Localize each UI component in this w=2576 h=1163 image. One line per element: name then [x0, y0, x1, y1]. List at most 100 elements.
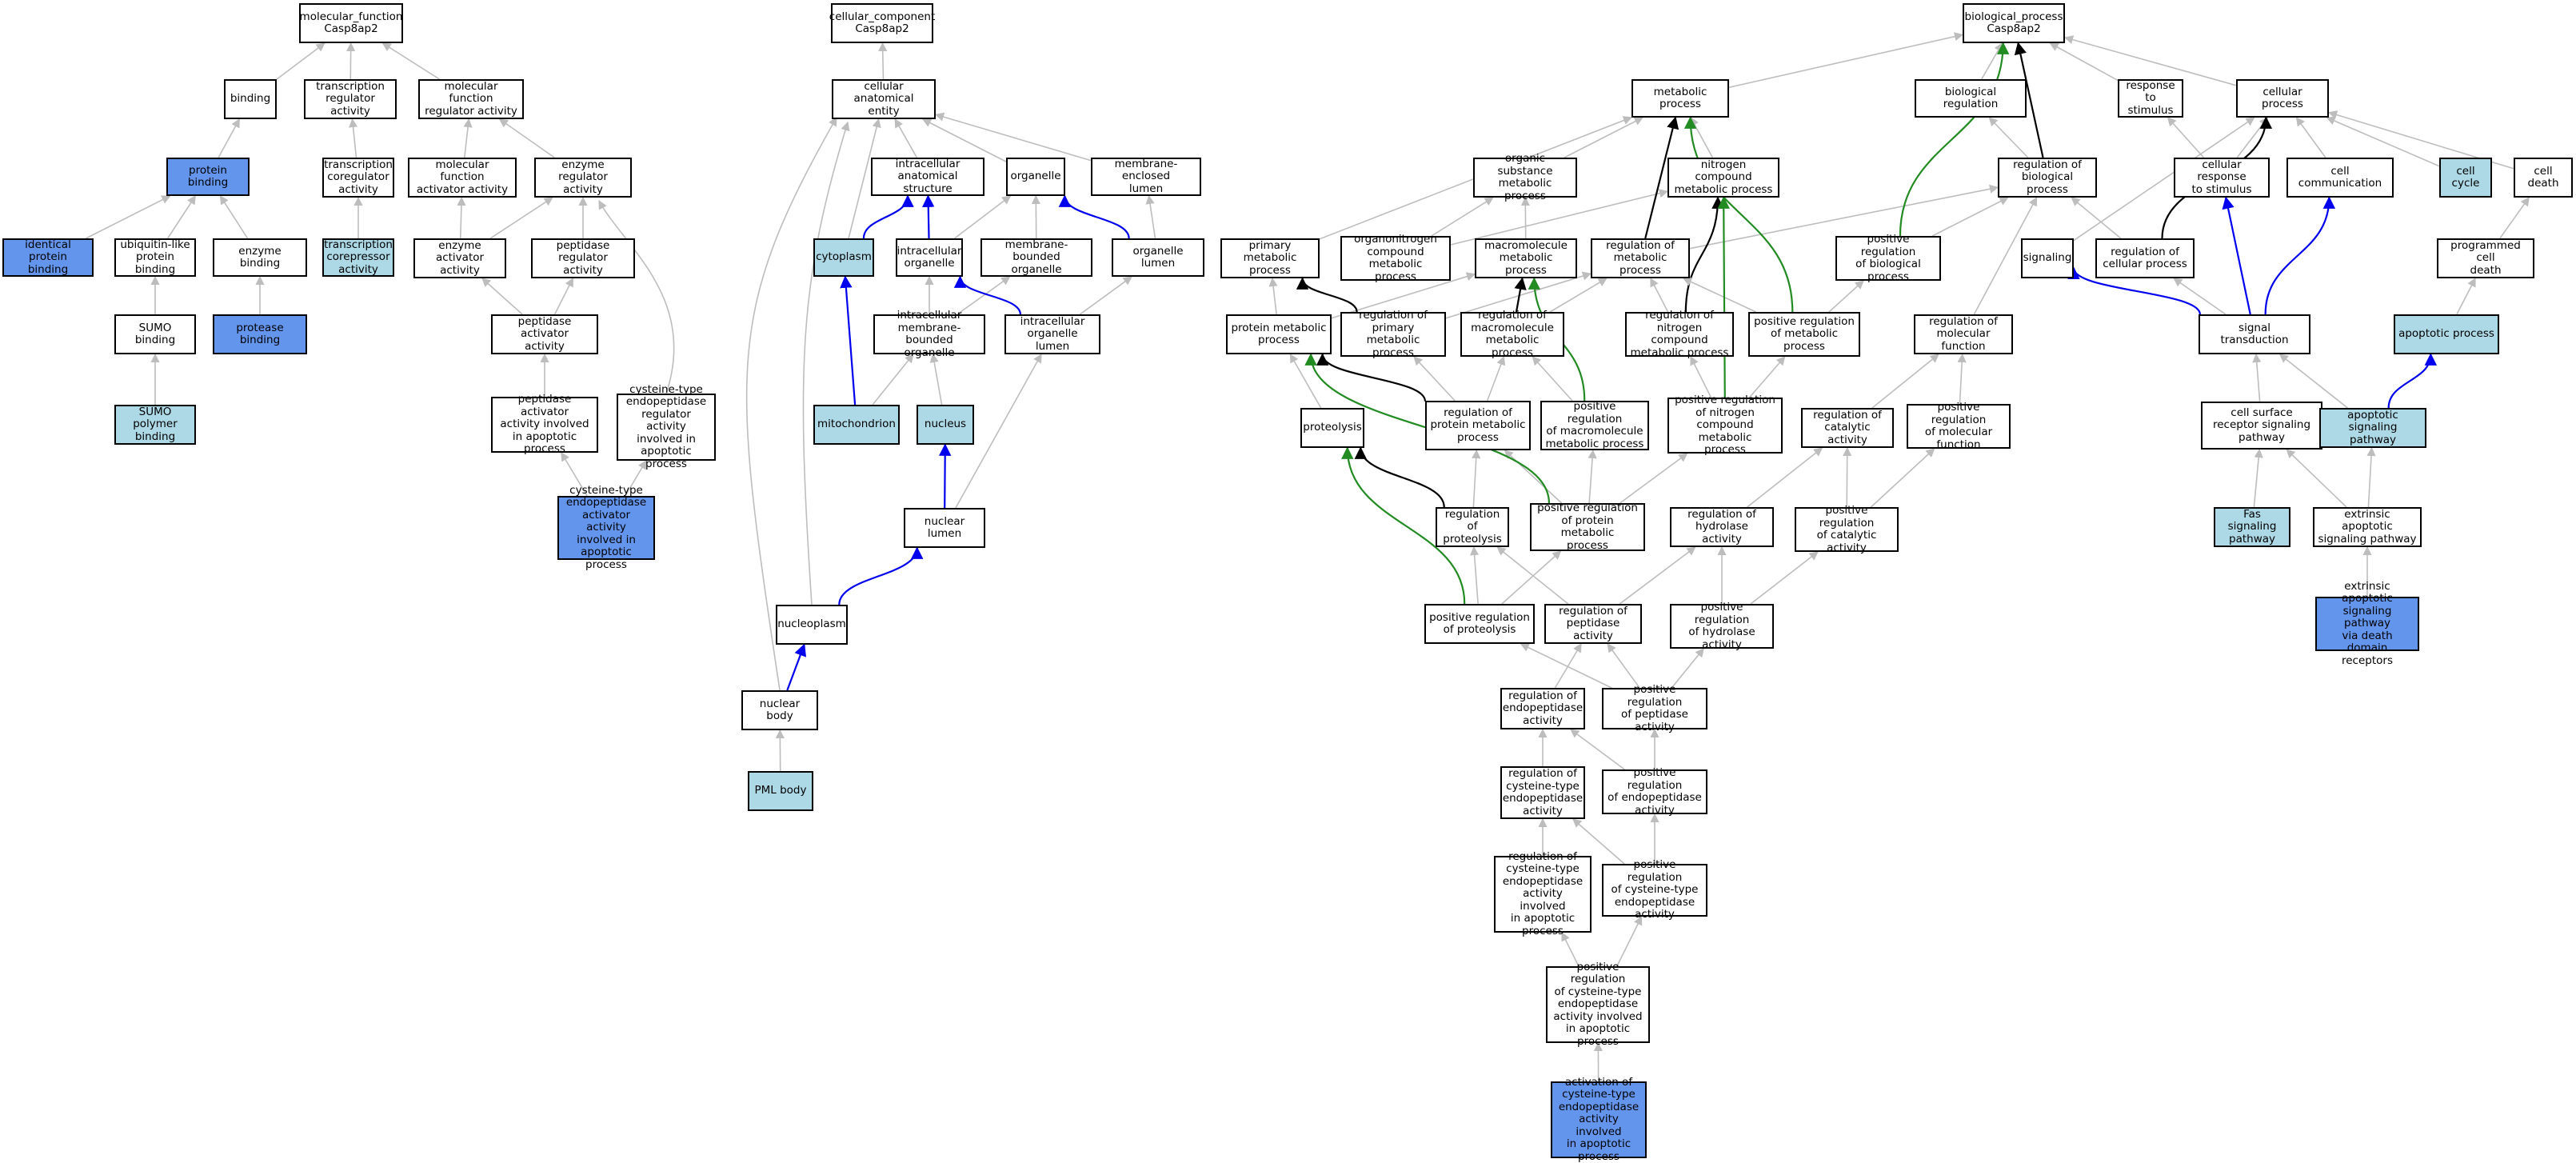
- go-term-node-crs[interactable]: cellular response to stimulus: [2174, 158, 2270, 198]
- go-term-node-signaling[interactable]: signaling: [2021, 238, 2074, 278]
- go-term-node-rcteaap[interactable]: regulation of cysteine-type endopeptidas…: [1494, 856, 1592, 933]
- go-term-node-eb[interactable]: enzyme binding: [213, 238, 307, 277]
- go-term-node-prha[interactable]: positive regulation of hydrolase activit…: [1670, 604, 1774, 649]
- go-term-node-protmp[interactable]: protein metabolic process: [1226, 314, 1332, 354]
- go-term-node-prbp[interactable]: positive regulation of biological proces…: [1835, 236, 1941, 281]
- go-term-node-ccycle[interactable]: cell cycle: [2439, 158, 2492, 198]
- go-term-node-ap[interactable]: apoptotic process: [2394, 314, 2499, 354]
- go-term-node-mito[interactable]: mitochondrion: [813, 405, 900, 445]
- go-term-node-mel[interactable]: membrane-enclosed lumen: [1091, 158, 1201, 196]
- go-term-node-paa[interactable]: peptidase activator activity: [491, 314, 598, 354]
- edge-cae-to-cc: [883, 43, 884, 79]
- go-term-node-breg[interactable]: biological regulation: [1915, 79, 2027, 118]
- go-term-node-pra[interactable]: peptidase regulator activity: [531, 238, 635, 278]
- go-term-node-ipb[interactable]: identical protein binding: [2, 238, 94, 277]
- go-term-node-prprotmp[interactable]: positive regulation of protein metabolic…: [1530, 503, 1645, 551]
- go-term-node-eaa[interactable]: enzyme activator activity: [413, 238, 506, 278]
- go-term-node-rctea[interactable]: regulation of cysteine-type endopeptidas…: [1500, 766, 1585, 819]
- go-term-node-ias[interactable]: intracellular anatomical structure: [871, 158, 984, 196]
- go-term-node-cteraap[interactable]: cysteine-type endopeptidase regulator ac…: [617, 394, 716, 461]
- go-term-node-ulpb[interactable]: ubiquitin-like protein binding: [114, 238, 196, 277]
- go-term-node-prea[interactable]: positive regulation of endopeptidase act…: [1602, 769, 1707, 814]
- go-term-node-cp[interactable]: cellular process: [2236, 79, 2329, 118]
- go-term-node-cae[interactable]: cellular anatomical entity: [832, 79, 936, 119]
- go-term-node-ol[interactable]: organelle lumen: [1112, 238, 1204, 277]
- go-term-node-oncmp[interactable]: organonitrogen compound metabolic proces…: [1340, 236, 1451, 281]
- go-term-node-rmmp[interactable]: regulation of macromolecule metabolic pr…: [1460, 312, 1564, 357]
- go-term-node-acteaap[interactable]: activation of cysteine-type endopeptidas…: [1551, 1081, 1647, 1158]
- go-term-node-csrsp[interactable]: cell surface receptor signaling pathway: [2201, 402, 2322, 450]
- go-term-node-mbo[interactable]: membrane-bounded organelle: [980, 238, 1092, 277]
- go-term-node-rca[interactable]: regulation of catalytic activity: [1801, 408, 1894, 448]
- go-term-node-prctea[interactable]: positive regulation of cysteine-type end…: [1602, 864, 1707, 917]
- go-term-node-nucleus[interactable]: nucleus: [917, 405, 974, 445]
- go-term-node-rts[interactable]: response to stimulus: [2118, 79, 2183, 118]
- edge-prncmp-to-prmp: [1749, 357, 1784, 398]
- go-term-node-prncmp[interactable]: positive regulation of nitrogen compound…: [1667, 398, 1783, 454]
- go-term-node-rcp[interactable]: regulation of cellular process: [2095, 238, 2195, 278]
- go-term-node-prmmp[interactable]: positive regulation of macromolecule met…: [1540, 401, 1649, 450]
- go-term-node-io[interactable]: intracellular organelle: [896, 238, 963, 277]
- go-term-node-rpa[interactable]: regulation of peptidase activity: [1544, 604, 1642, 644]
- go-term-node-mfra[interactable]: molecular function regulator activity: [418, 79, 524, 119]
- edge-asp-to-ap: [2389, 354, 2431, 408]
- go-term-node-nl[interactable]: nuclear lumen: [904, 508, 985, 548]
- go-term-node-cytoplasm[interactable]: cytoplasm: [813, 238, 874, 277]
- go-term-node-tra[interactable]: transcription regulator activity: [304, 79, 397, 119]
- go-term-node-ncmp[interactable]: nitrogen compound metabolic process: [1667, 158, 1779, 198]
- go-term-node-rpmp[interactable]: regulation of primary metabolic process: [1340, 312, 1446, 357]
- go-term-node-easp[interactable]: extrinsic apoptotic signaling pathway: [2313, 507, 2422, 547]
- go-term-node-tcra[interactable]: transcription corepressor activity: [322, 238, 394, 277]
- go-term-node-prmf[interactable]: positive regulation of molecular functio…: [1907, 404, 2011, 449]
- go-term-node-st[interactable]: signal transduction: [2199, 314, 2310, 354]
- edge-prprotmp-to-prmmp: [1589, 450, 1593, 503]
- go-term-node-nb[interactable]: nuclear body: [741, 690, 818, 730]
- go-term-node-protb[interactable]: protease binding: [213, 314, 307, 354]
- go-term-node-mf[interactable]: molecular_function Casp8ap2: [299, 3, 403, 43]
- go-term-node-rea[interactable]: regulation of endopeptidase activity: [1500, 688, 1585, 729]
- go-term-node-iol[interactable]: intracellular organelle lumen: [1004, 314, 1100, 354]
- go-term-node-pb[interactable]: protein binding: [166, 158, 250, 196]
- go-term-node-rproteolysis[interactable]: regulation of proteolysis: [1436, 507, 1509, 547]
- go-term-node-easpddr[interactable]: extrinsic apoptotic signaling pathway vi…: [2315, 597, 2419, 651]
- go-term-node-imbo[interactable]: intracellular membrane-bounded organelle: [873, 314, 985, 354]
- go-term-node-ccomm[interactable]: cell communication: [2286, 158, 2394, 198]
- go-term-node-era[interactable]: enzyme regulator activity: [534, 158, 632, 198]
- go-term-node-proteolysis[interactable]: proteolysis: [1300, 408, 1364, 448]
- go-term-node-cc[interactable]: cellular_component Casp8ap2: [831, 3, 933, 43]
- go-term-node-asp[interactable]: apoptotic signaling pathway: [2319, 408, 2426, 448]
- go-term-node-osmp[interactable]: organic substance metabolic process: [1473, 158, 1577, 198]
- go-term-node-rmp[interactable]: regulation of metabolic process: [1591, 238, 1690, 278]
- edge-mito-to-cytoplasm: [845, 277, 855, 405]
- go-term-node-pml[interactable]: PML body: [748, 771, 813, 811]
- go-term-node-rha[interactable]: regulation of hydrolase activity: [1670, 507, 1774, 547]
- go-term-node-cteaaap[interactable]: cysteine-type endopeptidase activator ac…: [557, 496, 655, 560]
- edge-prbp-to-rbp: [1932, 198, 2008, 236]
- go-term-node-sumopb[interactable]: SUMO polymer binding: [114, 405, 196, 445]
- go-term-node-organelle[interactable]: organelle: [1006, 158, 1065, 196]
- go-term-node-binding[interactable]: binding: [224, 79, 277, 119]
- go-term-node-rprotmp[interactable]: regulation of protein metabolic process: [1425, 401, 1531, 450]
- go-term-node-bp[interactable]: biological_process Casp8ap2: [1963, 3, 2065, 43]
- go-term-node-pcd[interactable]: programmed cell death: [2437, 238, 2534, 278]
- go-term-node-np[interactable]: nucleoplasm: [776, 605, 848, 645]
- go-term-node-sumob[interactable]: SUMO binding: [114, 314, 196, 354]
- go-term-node-prpa[interactable]: positive regulation of peptidase activit…: [1602, 688, 1707, 729]
- go-term-node-prca[interactable]: positive regulation of catalytic activit…: [1795, 507, 1899, 552]
- go-term-node-mfaa[interactable]: molecular function activator activity: [408, 158, 517, 198]
- go-term-node-paaap[interactable]: peptidase activator activity involved in…: [491, 397, 598, 453]
- go-term-node-tca[interactable]: transcription coregulator activity: [322, 158, 394, 198]
- go-term-node-prproteolysis[interactable]: positive regulation of proteolysis: [1424, 604, 1535, 644]
- go-term-node-fas[interactable]: Fas signaling pathway: [2214, 507, 2290, 547]
- go-term-node-cdeath[interactable]: cell death: [2514, 158, 2573, 198]
- go-term-node-prmp[interactable]: positive regulation of metabolic process: [1748, 312, 1860, 357]
- go-term-node-rmf[interactable]: regulation of molecular function: [1914, 314, 2013, 354]
- go-term-node-mp[interactable]: metabolic process: [1631, 79, 1729, 118]
- edge-rncmp-to-ncmp: [1686, 198, 1718, 312]
- go-term-node-rncmp[interactable]: regulation of nitrogen compound metaboli…: [1625, 312, 1734, 357]
- go-term-node-mmp[interactable]: macromolecule metabolic process: [1475, 238, 1577, 278]
- go-term-node-prcteaap[interactable]: positive regulation of cysteine-type end…: [1546, 966, 1650, 1043]
- edge-prea-to-rea: [1571, 729, 1624, 769]
- go-term-node-pmp[interactable]: primary metabolic process: [1220, 238, 1320, 278]
- go-term-node-rbp[interactable]: regulation of biological process: [1998, 158, 2097, 198]
